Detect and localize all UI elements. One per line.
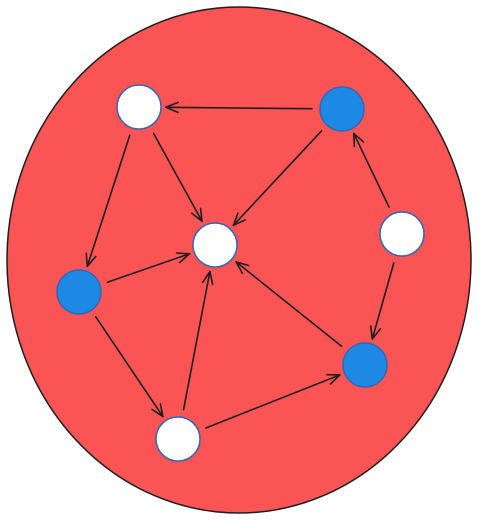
edge-bottom-right-to-center (235, 261, 343, 348)
node-center (192, 222, 238, 268)
edge-left-to-bottom (95, 316, 164, 418)
edge-bottom-to-center (182, 270, 214, 411)
node-left (56, 269, 102, 315)
edge-top-right-to-center (232, 130, 323, 227)
edge-top-left-to-center (152, 132, 203, 223)
edge-bottom-to-bottom-right (205, 373, 341, 429)
edges-layer (85, 101, 395, 429)
edge-right-to-bottom-right (369, 262, 395, 340)
node-top-right (319, 86, 365, 132)
node-bottom (155, 416, 201, 462)
node-top-left (116, 84, 162, 130)
node-bottom-right (342, 342, 388, 388)
edge-top-left-to-left (85, 134, 131, 268)
nodes-layer (56, 84, 425, 462)
edge-top-right-to-top-left (165, 101, 313, 114)
edge-left-to-center (106, 252, 191, 284)
container-ellipse (6, 6, 472, 514)
node-right (379, 211, 425, 257)
edge-right-to-top-right (352, 132, 390, 208)
